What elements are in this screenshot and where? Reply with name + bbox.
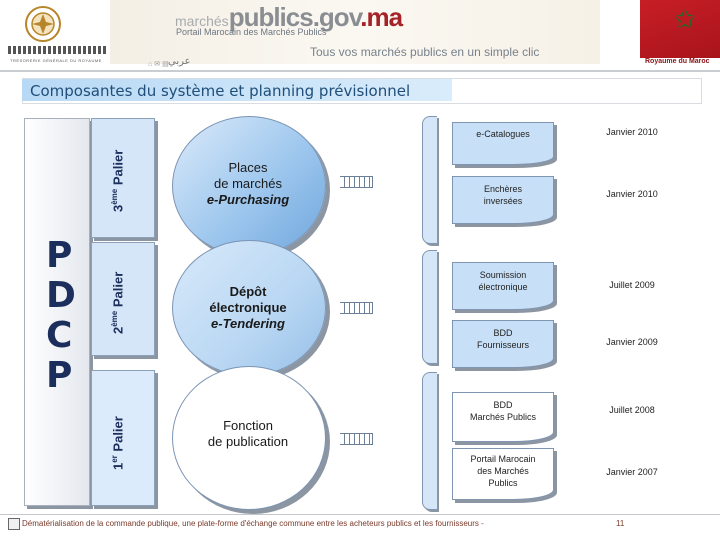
palier-1-box	[91, 370, 155, 506]
pdcp-letter: D	[46, 275, 76, 316]
treasury-latin-text: TRÉSORERIE GÉNÉRALE DU ROYAUME	[10, 58, 102, 63]
publication-circle	[172, 366, 326, 510]
brace-1	[422, 372, 437, 510]
header-divider	[0, 70, 720, 72]
pdcp-letter: P	[46, 355, 73, 396]
footer-divider	[0, 514, 720, 515]
header-icon-links[interactable]: ⌂✉▤	[148, 60, 171, 68]
palier-3-box	[91, 118, 155, 238]
component-e-catalogues: e-Catalogues	[452, 122, 554, 165]
palier-2-box	[91, 242, 155, 356]
purchasing-circle	[172, 116, 326, 256]
brace-3	[422, 116, 437, 244]
document-icon	[8, 518, 20, 530]
arrow-icon	[340, 433, 373, 445]
morocco-flag-icon	[640, 0, 720, 58]
pdcp-column	[24, 118, 90, 506]
component-date: Juillet 2008	[609, 405, 655, 415]
kingdom-label: Royaume du Maroc	[645, 58, 710, 65]
treasury-arabic-text	[8, 46, 108, 54]
pdcp-letter: C	[46, 315, 73, 356]
print-icon[interactable]: ▤	[162, 61, 171, 68]
palier-2-label: 2ème Palier	[110, 271, 126, 334]
site-name-prefix: marchés	[175, 13, 229, 29]
treasury-emblem-icon	[20, 4, 66, 44]
site-tagline: Tous vos marchés publics en un simple cl…	[310, 45, 540, 59]
site-name-mid: publics	[228, 2, 314, 32]
arrow-icon	[340, 302, 373, 314]
site-name-tld: .ma	[360, 2, 403, 32]
title-highlight	[22, 79, 452, 101]
component-date: Janvier 2010	[606, 189, 658, 199]
map-background	[110, 0, 600, 64]
component-date: Janvier 2007	[606, 467, 658, 477]
palier-1-label: 1er Palier	[110, 416, 126, 470]
page-number: 11	[616, 519, 625, 528]
mail-icon[interactable]: ✉	[154, 61, 163, 68]
site-name-gov: .gov	[312, 2, 362, 32]
flag-star-icon: ✩	[674, 4, 696, 34]
component-date: Juillet 2009	[609, 280, 655, 290]
component-date: Janvier 2010	[606, 127, 658, 137]
footer-text: Dématérialisation de la commande publiqu…	[22, 519, 484, 528]
arabic-language-link[interactable]: عربي	[168, 56, 191, 67]
pdcp-letter: P	[46, 235, 73, 276]
tendering-circle	[172, 240, 326, 376]
component-date: Janvier 2009	[606, 337, 658, 347]
home-icon[interactable]: ⌂	[148, 61, 155, 68]
arrow-icon	[340, 176, 373, 188]
site-subtitle: Portail Marocain des Marchés Publics	[176, 27, 327, 37]
palier-3-label: 3ème Palier	[110, 149, 126, 212]
page-title: Composantes du système et planning prévi…	[30, 82, 411, 100]
brace-2	[422, 250, 437, 364]
site-logo[interactable]: marchéspublics.gov.ma	[175, 2, 403, 33]
